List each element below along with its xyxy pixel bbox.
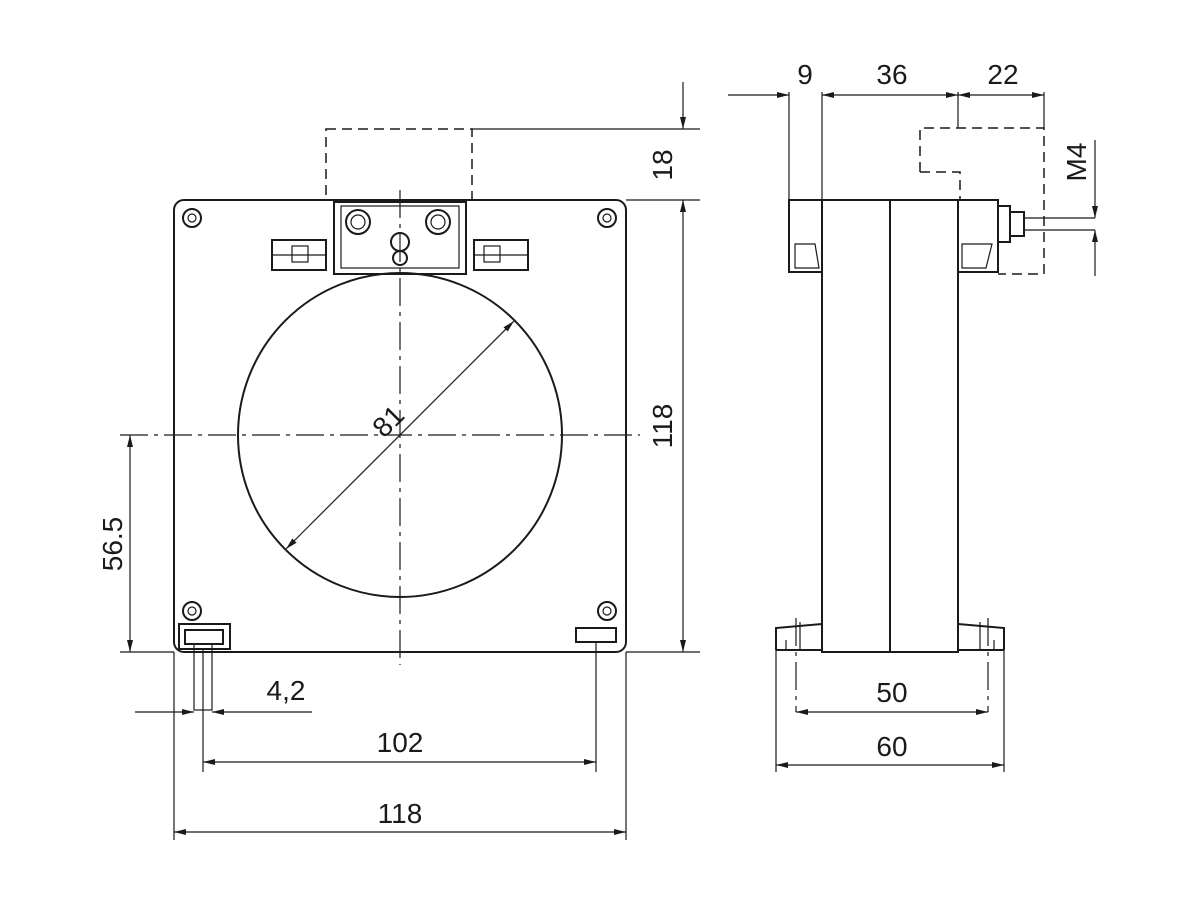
side-view	[775, 127, 1095, 712]
dim-label-18: 18	[647, 149, 678, 180]
dim-label-118-height: 118	[647, 404, 678, 449]
dim-label-50: 50	[876, 677, 907, 708]
dim-label-9: 9	[797, 59, 813, 90]
corner-hole-top-left	[182, 208, 202, 228]
bottom-left-mount-slot	[178, 623, 231, 711]
side-bottom-feet	[775, 622, 1005, 651]
corner-hole-bottom-left	[182, 601, 202, 621]
terminal-block	[325, 128, 473, 275]
dim-label-102: 102	[377, 727, 424, 758]
dimension-labels: 9 36 22 M4 18 81 118 56.5 4,2 102 118 50…	[97, 59, 1092, 829]
right-clip	[473, 239, 529, 271]
dim-label-56-5: 56.5	[97, 517, 128, 572]
dim-label-60: 60	[876, 731, 907, 762]
corner-hole-top-right	[597, 208, 617, 228]
dim-label-m4: M4	[1061, 143, 1092, 182]
left-clip	[271, 239, 327, 271]
dim-label-118-width: 118	[378, 798, 423, 829]
dim-label-22: 22	[987, 59, 1018, 90]
side-terminal-head	[788, 199, 823, 273]
dimension-lines	[120, 82, 1098, 840]
dim-label-36: 36	[876, 59, 907, 90]
bottom-right-mount-slot	[575, 627, 617, 643]
corner-hole-bottom-right	[597, 601, 617, 621]
side-right-clip	[957, 199, 999, 273]
side-terminal-bolt	[997, 205, 1095, 243]
dim-label-4-2: 4,2	[267, 675, 306, 706]
front-view	[120, 128, 640, 711]
dim-label-81: 81	[366, 399, 410, 443]
